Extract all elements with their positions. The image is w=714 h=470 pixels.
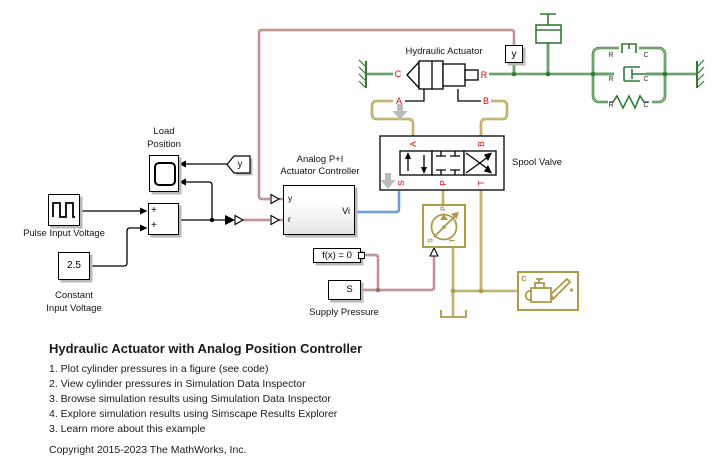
copyright-text: Copyright 2015-2023 The MathWorks, Inc. <box>49 444 247 456</box>
supply-label: Supply Pressure <box>309 307 379 318</box>
pressure-source-block[interactable] <box>422 204 466 248</box>
oil-port-c: C <box>521 274 527 283</box>
model-title: Hydraulic Actuator with Analog Position … <box>49 341 363 356</box>
list-item-1[interactable]: 1. Plot cylinder pressures in a figure (… <box>49 363 269 375</box>
controller-port-vi: Vi <box>342 206 350 216</box>
mass-icon[interactable] <box>535 13 562 44</box>
actuator-port-b: B <box>482 96 489 106</box>
pump-port-p: P <box>440 206 448 211</box>
signal-wires[interactable] <box>80 160 235 267</box>
hard-stop-icon[interactable] <box>619 41 639 54</box>
constant-label-line1: Constant <box>54 290 94 301</box>
scope-screen-icon <box>154 162 176 186</box>
valve-port-p: P <box>438 180 448 186</box>
spool-valve-block[interactable] <box>379 135 505 191</box>
actuator-label: Hydraulic Actuator <box>405 46 483 57</box>
controller-port-r: r <box>288 214 291 224</box>
right-wall-icon <box>696 59 705 89</box>
sum-plus-top: + <box>151 205 157 216</box>
reservoir-icon[interactable] <box>440 310 467 318</box>
damper-port-c: C <box>643 76 649 83</box>
from-tag-text: y <box>237 159 243 170</box>
direction-arrow-icon <box>392 104 408 120</box>
valve-port-a: A <box>408 141 418 147</box>
damper-port-r: R <box>608 76 614 83</box>
ps-triangle-pump <box>429 246 439 257</box>
actuator-port-r: R <box>480 70 488 80</box>
hydraulic-fluid-block[interactable] <box>517 271 579 311</box>
controller-label-line2: Actuator Controller <box>280 166 360 177</box>
scope-label-line1: Load <box>153 126 175 137</box>
hydraulic-wires[interactable] <box>370 99 520 319</box>
spring-port-r: R <box>608 102 614 109</box>
supply-pressure-block[interactable]: S <box>328 280 361 300</box>
damper-icon[interactable] <box>614 66 646 82</box>
actuator-port-c: C <box>394 69 402 79</box>
from-tag-y[interactable] <box>226 155 253 176</box>
spring-icon[interactable] <box>608 94 652 110</box>
hardstop-port-c: C <box>643 52 649 59</box>
constant-block[interactable]: 2.5 <box>58 252 90 280</box>
constant-label-line2: Input Voltage <box>46 303 102 314</box>
pump-port-t: T <box>449 238 457 243</box>
pulse-generator-block[interactable] <box>48 194 80 226</box>
sum-block[interactable]: + + <box>148 203 179 235</box>
left-wall-icon <box>358 59 367 89</box>
list-item-5[interactable]: 3. Learn more about this example <box>49 423 206 435</box>
pulse-label: Pulse Input Voltage <box>23 228 105 239</box>
position-sensor-tag[interactable]: y <box>505 45 523 63</box>
scope-block[interactable] <box>149 155 179 192</box>
actuator-port-a: A <box>395 96 402 106</box>
solver-port-square <box>358 252 365 259</box>
valve-port-t: T <box>476 180 486 186</box>
sum-plus-bottom: + <box>151 220 157 231</box>
list-item-3[interactable]: 3. Browse simulation results using Simul… <box>49 393 331 405</box>
ps-triangle-y <box>270 193 281 205</box>
list-item-4[interactable]: 4. Explore simulation results using Sims… <box>49 408 338 420</box>
controller-subsystem-block[interactable]: y r Vi <box>283 185 355 235</box>
spring-port-c: C <box>643 102 649 109</box>
solver-configuration-block[interactable]: f(x) = 0 <box>313 248 361 263</box>
control-signal-wire[interactable] <box>353 189 401 214</box>
scope-label-line2: Position <box>147 139 181 150</box>
pulse-wave-icon <box>52 202 75 218</box>
controller-port-y: y <box>288 193 293 203</box>
valve-port-s: S <box>396 180 406 186</box>
hardstop-port-r: R <box>608 52 614 59</box>
hydraulic-actuator-block[interactable] <box>405 60 481 102</box>
direction-arrow-icon <box>380 173 396 189</box>
list-item-2[interactable]: 2. View cylinder pressures in Simulation… <box>49 378 306 390</box>
pump-port-s: S <box>427 238 435 243</box>
valve-label: Spool Valve <box>512 157 562 168</box>
physical-signal-wires[interactable] <box>241 28 516 293</box>
ps-triangle-r2 <box>270 214 281 226</box>
ps-triangle-r1 <box>234 214 245 226</box>
controller-label-line1: Analog P+I <box>296 154 344 165</box>
mechanical-wires[interactable] <box>365 41 699 104</box>
valve-port-b: B <box>476 141 486 147</box>
